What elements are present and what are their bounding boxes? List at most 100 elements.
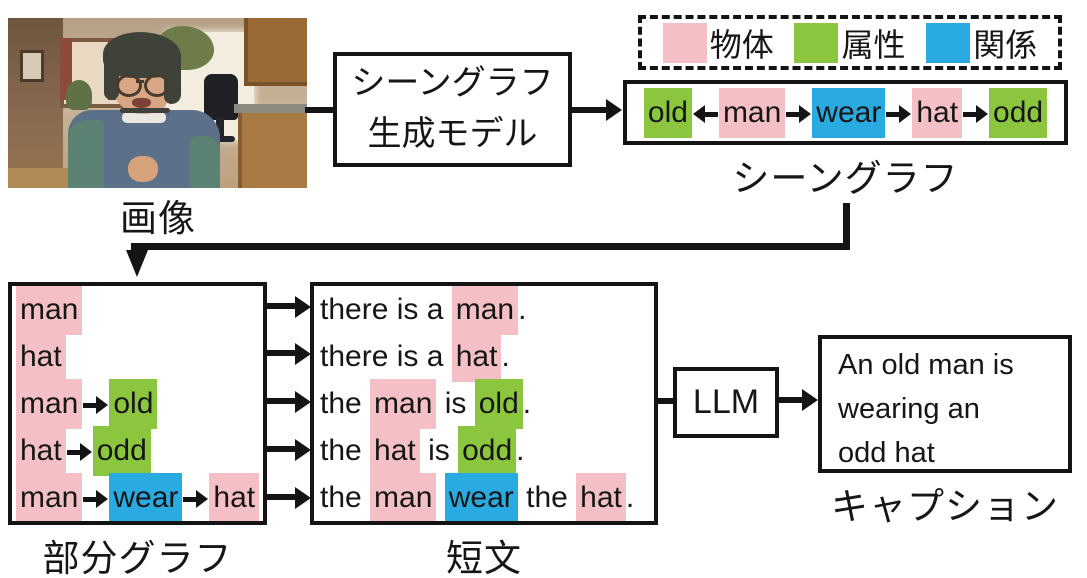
sentence-text: . bbox=[518, 293, 527, 326]
connector-llm-to-caption bbox=[777, 397, 804, 403]
connector-row4 bbox=[266, 446, 297, 452]
sentence-row: there is a hat. bbox=[314, 332, 654, 382]
arrowhead-model-to-scenegraph bbox=[606, 99, 622, 121]
photo-man-mouth bbox=[132, 98, 151, 108]
caption-label: キャプション bbox=[831, 486, 1059, 527]
subgraph-word: old bbox=[109, 379, 158, 429]
arrow-left-icon bbox=[692, 105, 718, 123]
legend-swatch-relation bbox=[926, 22, 971, 63]
photo-hallway bbox=[8, 18, 63, 188]
connector-row2 bbox=[266, 350, 297, 356]
connector-scenegraph-across bbox=[131, 243, 850, 250]
connector-photo-to-model bbox=[305, 107, 334, 113]
llm-box: LLM bbox=[673, 367, 779, 438]
sentence-row: the man is old. bbox=[314, 379, 654, 429]
connector-model-to-scenegraph bbox=[572, 107, 608, 113]
connector-row3 bbox=[266, 398, 297, 404]
photo-man-collar bbox=[122, 112, 166, 123]
subgraph-word: hat bbox=[16, 332, 66, 382]
sentence-word: hat bbox=[370, 426, 420, 476]
legend-swatch-object bbox=[662, 22, 707, 63]
arrow-right-icon bbox=[183, 490, 209, 508]
input-photo bbox=[8, 18, 307, 188]
sentence-word: wear bbox=[444, 473, 518, 521]
legend-label-object: 物体 bbox=[709, 26, 774, 63]
subgraph-word: man bbox=[16, 473, 83, 521]
sentence-word: hat bbox=[576, 473, 626, 521]
arrowhead-row3 bbox=[295, 391, 311, 413]
connector-scenegraph-down bbox=[843, 203, 850, 249]
legend-label-attribute: 属性 bbox=[841, 26, 906, 63]
caption-line: An old man is bbox=[838, 349, 1014, 381]
subgraph-word: wear bbox=[109, 473, 183, 521]
caption-line: odd hat bbox=[838, 437, 935, 469]
scene-graph-word: hat bbox=[912, 88, 963, 138]
scene-graph-word: odd bbox=[989, 88, 1048, 138]
legend-item-object: 物体 bbox=[662, 20, 774, 66]
caption-box: An old man is wearing an odd hat bbox=[818, 335, 1072, 473]
sentence-word: odd bbox=[458, 426, 517, 476]
photo-man-hand bbox=[128, 156, 158, 182]
photo-label: 画像 bbox=[120, 198, 196, 239]
photo-lower-cabinet bbox=[238, 113, 307, 188]
legend-label-relation: 関係 bbox=[973, 26, 1038, 63]
arrow-right-icon bbox=[83, 396, 109, 414]
legend-item-attribute: 属性 bbox=[794, 20, 906, 66]
sentence-text: . bbox=[501, 340, 510, 373]
scene-graph-word: old bbox=[643, 88, 692, 138]
scene-graph-label: シーングラフ bbox=[732, 158, 959, 199]
caption-line: wearing an bbox=[838, 393, 980, 425]
photo-office-chair bbox=[204, 74, 238, 120]
legend: 物体 属性 関係 bbox=[638, 15, 1062, 70]
subgraph-row: hat bbox=[12, 332, 263, 382]
photo-man-glasses-right bbox=[144, 74, 170, 97]
photo-man-glasses-left bbox=[116, 74, 142, 97]
sentence-word: man bbox=[370, 473, 437, 521]
sentence-text: . bbox=[522, 387, 532, 420]
arrow-right-icon bbox=[786, 105, 812, 123]
arrowhead-row1 bbox=[295, 296, 311, 318]
photo-man-sleeve-right bbox=[190, 136, 220, 188]
sentence-box: there is a man. there is a hat. the man … bbox=[310, 282, 658, 525]
photo-man-shoulder-left bbox=[68, 120, 104, 188]
scene-graph-word: man bbox=[718, 88, 786, 138]
sentence-text: . bbox=[625, 481, 635, 514]
photo-plant-left bbox=[66, 80, 92, 110]
arrow-right-icon bbox=[83, 490, 109, 508]
arrowhead-row4 bbox=[295, 439, 311, 461]
photo-counter-top bbox=[234, 104, 307, 113]
sentence-row: the hat is odd. bbox=[314, 426, 654, 476]
sentence-text: is bbox=[436, 387, 475, 420]
arrowhead-row5 bbox=[295, 487, 311, 509]
arrowhead-row2 bbox=[295, 343, 311, 365]
photo-chair-base bbox=[205, 136, 235, 142]
model-box-line1: シーングラフ bbox=[351, 64, 554, 102]
subgraph-word: hat bbox=[209, 473, 260, 521]
sentence-text bbox=[436, 481, 444, 514]
subgraph-row: man bbox=[12, 286, 263, 335]
model-box-line2: 生成モデル bbox=[367, 115, 538, 153]
llm-label: LLM bbox=[692, 383, 760, 421]
sentence-label: 短文 bbox=[446, 538, 522, 578]
sentence-text: the bbox=[320, 387, 371, 420]
photo-chair-stem bbox=[216, 118, 224, 138]
sentence-word: man bbox=[370, 379, 437, 429]
sentence-text: there is a bbox=[320, 340, 452, 373]
photo-upper-cabinet bbox=[244, 18, 307, 86]
subgraph-word: odd bbox=[92, 426, 151, 476]
sentence-text: the bbox=[320, 481, 371, 514]
photo-man-chin-strap bbox=[120, 108, 170, 113]
subgraph-label: 部分グラフ bbox=[42, 538, 233, 578]
connector-row5 bbox=[266, 494, 297, 500]
sentence-text: the bbox=[517, 481, 577, 514]
sentence-row: there is a man. bbox=[314, 286, 654, 335]
sentence-word: old bbox=[474, 379, 523, 429]
sentence-text: the bbox=[320, 434, 371, 467]
